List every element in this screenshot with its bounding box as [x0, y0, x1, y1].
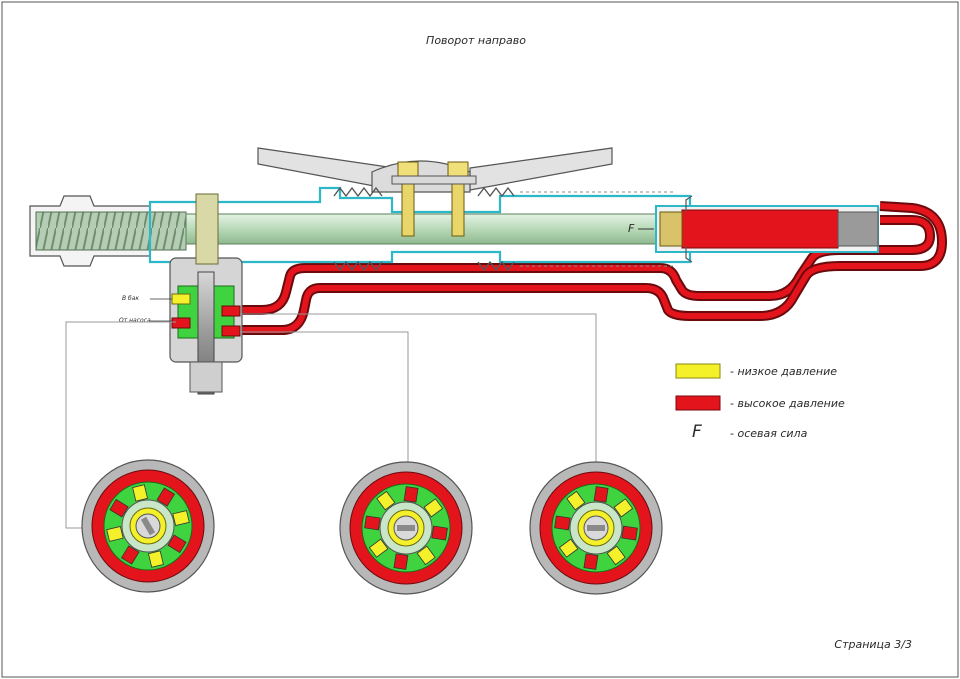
pressure-pocket — [167, 534, 187, 554]
return-port-label: В бак — [122, 295, 139, 302]
pressure-pocket — [132, 484, 149, 502]
rack-bar — [185, 213, 657, 245]
pump-port-label: От насоса — [119, 317, 151, 324]
pinion-shaft — [195, 193, 219, 265]
pressure-pocket — [147, 550, 164, 568]
hydraulic-lines — [238, 201, 948, 335]
legend-force-symbol: F — [692, 422, 702, 442]
boot-right — [477, 186, 515, 272]
pressure-pocket — [593, 486, 609, 503]
pressure-pocket — [376, 490, 396, 511]
pressure-pocket — [156, 487, 176, 507]
tie-rod-arms — [257, 147, 613, 193]
pressure-pocket — [403, 486, 419, 503]
high-pressure-chamber — [681, 209, 839, 249]
legend: - низкое давление - высокое давление F -… — [675, 363, 845, 442]
legend-label-low: - низкое давление — [730, 365, 837, 378]
pressure-pocket — [621, 525, 638, 541]
boot-left — [333, 186, 383, 272]
pressure-pocket — [423, 498, 444, 518]
legend-swatch-low — [675, 363, 721, 379]
tie-rod-bolts — [391, 161, 477, 237]
pressure-pocket — [393, 553, 409, 570]
pressure-pocket — [109, 498, 129, 518]
pressure-pocket — [431, 525, 448, 541]
pressure-pocket — [606, 545, 626, 566]
pressure-pocket — [613, 498, 634, 518]
pressure-pocket — [172, 510, 190, 527]
pressure-pocket — [554, 515, 571, 531]
valve-section — [529, 461, 663, 595]
force-mark: F — [628, 222, 635, 235]
section-leader-lines — [65, 313, 597, 529]
pressure-pocket — [368, 538, 389, 558]
pressure-pocket — [364, 515, 381, 531]
legend-label-force: - осевая сила — [730, 427, 808, 440]
pump-pressure-port — [171, 317, 191, 329]
diagram-title: Поворот направо — [426, 34, 526, 47]
pressure-pocket — [106, 525, 124, 542]
legend-label-high: - высокое давление — [730, 397, 845, 410]
pressure-pocket — [566, 490, 586, 511]
pressure-pocket — [583, 553, 599, 570]
page-number: Страница 3/3 — [834, 638, 912, 651]
valve-cross-sections — [81, 459, 663, 595]
legend-swatch-high — [675, 395, 721, 411]
pressure-pocket — [558, 538, 579, 558]
pressure-pocket — [416, 545, 436, 566]
valve-section — [339, 461, 473, 595]
valve-section — [81, 459, 215, 593]
low-pressure-port — [171, 293, 191, 305]
piston — [659, 211, 683, 247]
pressure-pocket — [120, 545, 140, 565]
control-valve — [169, 193, 243, 395]
rack-housing: F — [29, 161, 879, 272]
